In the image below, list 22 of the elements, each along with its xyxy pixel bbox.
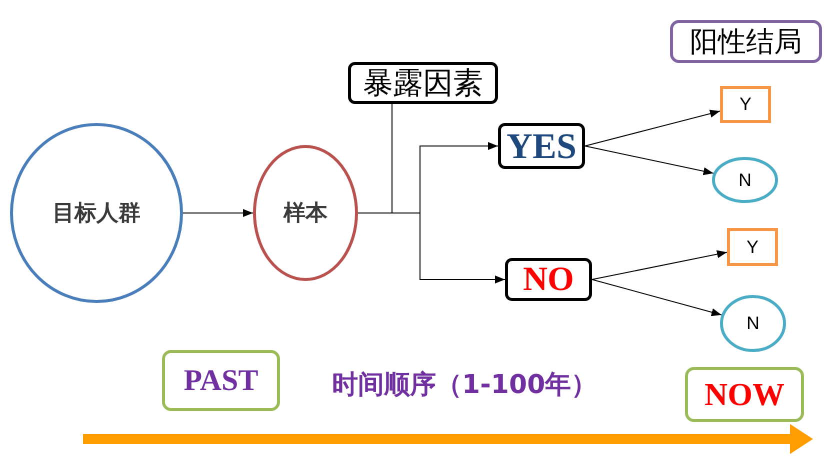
header-box: 阳性结局 — [670, 20, 822, 63]
arrow — [584, 110, 720, 146]
outcome-box: Y — [727, 228, 778, 266]
process-box: NO — [505, 258, 592, 301]
circle-node: 样本 — [253, 145, 358, 281]
process-box: 暴露因素 — [348, 62, 498, 104]
arrow — [592, 250, 728, 280]
connector-line — [392, 212, 420, 214]
circle-node: 目标人群 — [10, 123, 183, 303]
time-box: PAST — [162, 350, 280, 411]
connector-line — [358, 212, 392, 214]
outcome-circle: N — [720, 295, 786, 352]
outcome-box: Y — [720, 86, 771, 123]
arrow — [420, 142, 498, 214]
outcome-circle: N — [712, 157, 778, 203]
arrow — [592, 279, 722, 316]
process-box: YES — [498, 123, 585, 169]
timeline-label: 时间顺序（1-100年） — [332, 369, 598, 402]
arrow — [584, 146, 714, 176]
arrow — [420, 212, 506, 284]
arrow — [182, 209, 254, 217]
time-box: NOW — [685, 367, 804, 422]
